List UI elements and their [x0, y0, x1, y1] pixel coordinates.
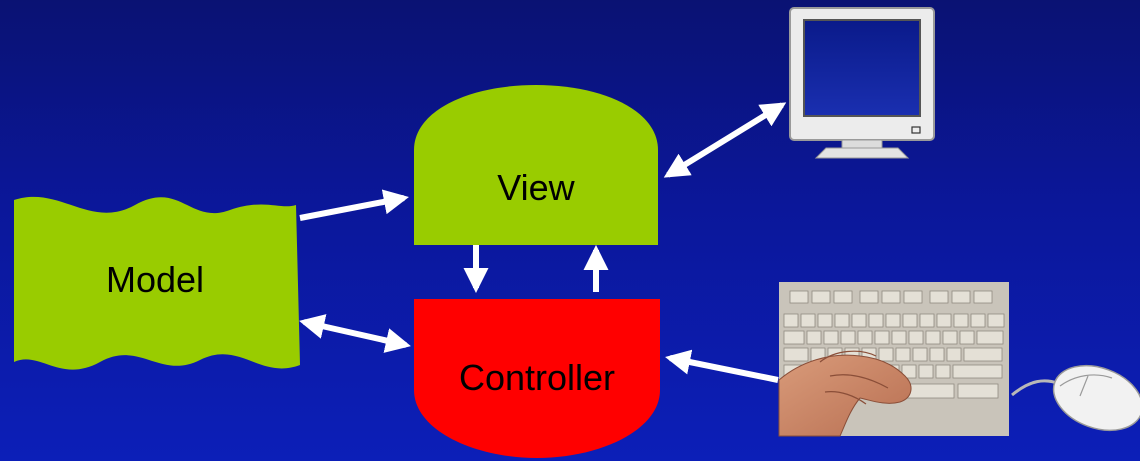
controller-node: Controller	[414, 299, 660, 458]
arrow-keyboard-to-controller	[665, 349, 779, 383]
controller-label: Controller	[459, 357, 615, 398]
model-node: Model	[14, 196, 300, 370]
arrow-view-monitor	[663, 102, 787, 178]
model-shape	[14, 196, 300, 370]
keyboard-photo	[778, 282, 1009, 437]
view-shape	[414, 85, 658, 245]
mouse-icon	[1011, 364, 1140, 432]
connectors	[299, 102, 787, 383]
view-node: View	[414, 85, 658, 245]
model-label: Model	[106, 259, 204, 300]
arrow-model-to-view	[299, 189, 409, 221]
controller-shape	[414, 299, 660, 458]
monitor-icon	[789, 7, 935, 159]
arrow-model-controller	[299, 314, 411, 353]
view-label: View	[497, 167, 575, 208]
